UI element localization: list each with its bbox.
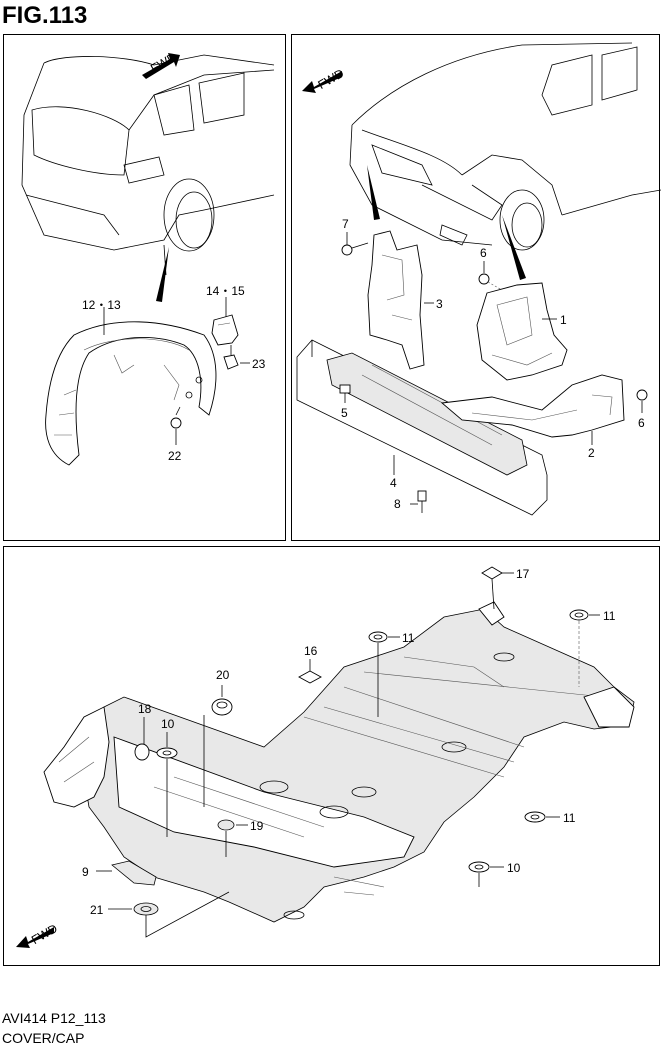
cap-11b-icon	[368, 631, 388, 643]
nut-23-icon	[223, 345, 239, 370]
label-20: 20	[216, 668, 230, 682]
label-7: 7	[342, 217, 349, 231]
underbody-cover-part	[43, 601, 635, 923]
label-11b: 11	[402, 631, 415, 645]
label-1: 1	[560, 313, 567, 327]
label-6a: 6	[480, 246, 487, 260]
svg-text:FWD: FWD	[316, 66, 347, 92]
rear-fender-liner-part	[45, 321, 217, 466]
bolt-8-icon	[417, 490, 427, 513]
clip-part	[211, 314, 239, 346]
diagram-code: AVI414 P12_113	[2, 1010, 106, 1026]
label-22: 22	[168, 449, 182, 463]
screw-22-icon	[170, 406, 182, 429]
label-2: 2	[588, 446, 595, 460]
car-rear-outline	[21, 54, 275, 276]
svg-text:FWD: FWD	[29, 921, 60, 947]
cap-11c-icon	[524, 811, 546, 823]
front-cover-part-2	[440, 374, 625, 438]
label-23: 23	[252, 357, 266, 371]
label-10a: 10	[161, 717, 175, 731]
cap-10b-icon	[468, 861, 490, 873]
screw-6b-icon	[636, 389, 648, 401]
cap-21-icon	[133, 902, 159, 916]
label-10b: 10	[507, 861, 521, 875]
front-cover-part-1	[476, 282, 568, 381]
label-6b: 6	[638, 416, 645, 430]
clip-5-icon	[339, 384, 351, 394]
cap-10-icon	[156, 747, 178, 759]
label-12-13: 12・13	[82, 298, 121, 312]
fwd-label: FWD	[148, 50, 179, 76]
figure-title: FIG.113	[2, 2, 88, 29]
label-9: 9	[82, 865, 89, 879]
screw-6-icon	[478, 273, 503, 291]
fwd-arrow-icon: FWD	[16, 921, 60, 948]
label-11a: 11	[603, 609, 616, 623]
label-18: 18	[138, 702, 152, 716]
label-21: 21	[90, 903, 104, 917]
panel-underbody-cover: 17 11 11 16 20 18	[3, 546, 660, 966]
cap-20-icon	[211, 698, 233, 716]
label-8: 8	[394, 497, 401, 511]
label-3: 3	[436, 297, 443, 311]
label-4: 4	[390, 476, 397, 490]
label-5: 5	[341, 406, 348, 420]
car-front-outline	[349, 42, 661, 251]
panel-front-covers: FWD 3 7	[291, 34, 661, 541]
label-14-15: 14・15	[206, 284, 245, 298]
cap-19-icon	[217, 819, 235, 831]
diagram-caption: COVER/CAP	[2, 1030, 85, 1046]
lower-cover-part-4	[296, 339, 548, 516]
fwd-arrow-icon: FWD	[302, 66, 346, 93]
label-17: 17	[516, 567, 530, 581]
panel-rear-fender-liner: FWD 12・13	[3, 34, 286, 541]
grommet-17-icon	[481, 566, 503, 580]
label-19: 19	[250, 819, 264, 833]
cap-11-icon	[569, 609, 589, 621]
fwd-arrow-icon: FWD	[142, 50, 180, 79]
front-cover-part-3	[367, 230, 425, 370]
label-11c: 11	[563, 811, 576, 825]
grommet-16-icon	[298, 670, 322, 684]
cap-18-icon	[134, 743, 150, 761]
cover-part-9	[111, 860, 157, 886]
label-16: 16	[304, 644, 318, 658]
bolt-7-icon	[341, 242, 369, 256]
